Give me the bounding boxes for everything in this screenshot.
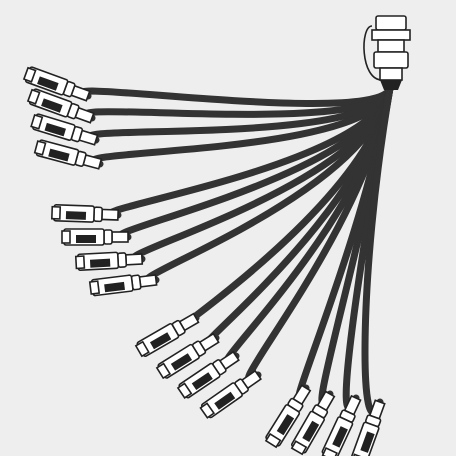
plug-tip [33,140,47,156]
plug-11 [176,350,240,399]
plug-stripe [149,332,172,350]
plug-10 [155,332,220,380]
plug-stripe [302,420,320,443]
plug-neck [111,231,129,243]
plug-3 [30,113,99,146]
connector-side-wire [363,25,383,81]
plug-stripe [104,281,125,293]
plug-stripe [170,353,193,371]
plug-12 [199,369,262,419]
plug-group [22,66,386,456]
plug-8 [88,274,158,297]
plug-1 [22,66,91,102]
plug-4 [33,139,103,170]
plug-2 [26,88,95,124]
plug-stripe [360,431,375,453]
connector-boot [380,80,402,90]
plug-stripe [65,211,87,220]
plug-14 [290,390,336,456]
plug-tip [290,440,308,456]
plug-tip [199,402,216,419]
plug-stripe [89,258,111,268]
plug-neck [138,274,158,288]
plug-ring [93,206,103,223]
plug-tip [74,255,86,270]
plug-tip [22,66,37,83]
plug-7 [74,251,144,272]
plug-tip [321,446,338,456]
plug-tip [134,340,150,358]
plug-stripe [332,426,348,448]
plug-16 [350,399,386,456]
plug-neck [124,253,144,266]
plug-stripe [191,372,213,391]
plug-stripe [214,391,236,410]
plug-tip [51,205,62,220]
plug-tip [176,382,193,399]
plug-stripe [276,414,295,436]
plug-tip [264,432,282,449]
plug-13 [264,384,312,449]
plug-stripe [48,148,70,162]
plug-stripe [76,235,96,243]
plug-tip [155,362,172,380]
plug-stripe [44,122,66,137]
plug-stripe [41,98,63,113]
plug-tip [88,280,101,295]
plug-ring [103,229,113,245]
connector-body [377,39,405,53]
main-connector-icon [363,15,411,90]
plug-stripe [37,76,59,91]
plug-6 [61,228,129,246]
connector-collar [379,67,403,81]
connector-ring [371,29,411,41]
plug-tip [30,113,44,130]
plug-tip [61,230,71,244]
connector-cap [375,15,407,31]
plug-9 [134,312,200,358]
connector-nut [373,51,409,69]
plug-neck [101,208,120,221]
plug-15 [321,394,362,456]
plug-5 [51,204,120,223]
plug-tip [26,88,41,105]
